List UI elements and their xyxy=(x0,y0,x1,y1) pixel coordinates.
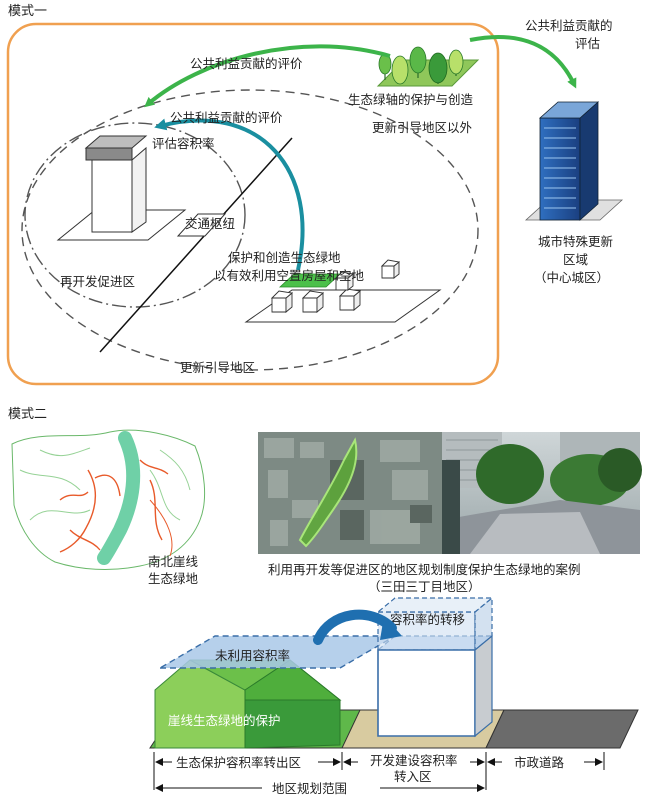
label-eco-axis: 生态绿轴的保护与创造 xyxy=(348,92,474,107)
tall-building-roof-front xyxy=(85,147,133,161)
map-label-line2: 生态绿地 xyxy=(148,571,199,586)
label-outside: 更新引导地区以外 xyxy=(372,120,473,135)
eco-axis-trees xyxy=(376,46,480,87)
photo-caption-line2: （三田三丁目地区） xyxy=(368,579,481,594)
right-city-line3: （中心城区） xyxy=(534,270,609,285)
label-eval-public-2: 公共利益贡献的评价 xyxy=(170,110,283,125)
dimension-lines xyxy=(153,752,605,790)
map-label-line1: 南北崖线 xyxy=(148,554,199,569)
mode2-heading: 模式二 xyxy=(8,407,47,422)
guide-area-ellipse xyxy=(21,89,479,371)
aerial-photo xyxy=(258,432,442,554)
zone-in-line2: 转入区 xyxy=(394,769,432,784)
right-city-line1: 城市特殊更新 xyxy=(538,234,613,249)
teal-arrow-public-2 xyxy=(154,118,305,271)
green-map xyxy=(11,429,205,570)
right-city-line2: 区域 xyxy=(563,252,588,267)
right-public-line1: 公共利益贡献的 xyxy=(525,18,613,33)
plan-scope-label: 地区规划范围 xyxy=(272,781,347,796)
label-eval-public-1: 公共利益贡献的评价 xyxy=(190,56,303,71)
garden-photo xyxy=(442,432,642,554)
zone-in-line1: 开发建设容积率 xyxy=(370,753,458,768)
redev-zone-circle xyxy=(24,122,246,308)
transferred-far-roof xyxy=(376,597,494,613)
transfer-arrowhead xyxy=(380,616,402,640)
orange-frame xyxy=(6,22,500,386)
building-front xyxy=(377,649,476,737)
photo-caption-line1: 利用再开发等促进区的地区规划制度保护生态绿地的案例 xyxy=(268,562,581,577)
label-eval-far: 评估容积率 xyxy=(152,136,215,151)
building-side xyxy=(474,634,493,738)
label-protect-line2: 以有效利用空置房屋和空地 xyxy=(214,268,365,283)
transport-hub-plate xyxy=(176,213,227,237)
right-public-line2: 评估 xyxy=(575,36,600,51)
tall-building-front xyxy=(91,159,133,233)
zone-out-label: 生态保护容积率转出区 xyxy=(176,755,301,770)
mode1-heading: 模式一 xyxy=(8,4,47,19)
green-arrow-public-right xyxy=(469,35,577,89)
far-transfer-label: 容积率的转移 xyxy=(390,612,465,627)
zone-road-label: 市政道路 xyxy=(514,755,565,770)
tall-building-side xyxy=(131,146,147,233)
label-redev: 再开发促进区 xyxy=(60,274,135,289)
cliff-protect-label: 崖线生态绿地的保护 xyxy=(168,713,281,728)
houses-group xyxy=(270,259,401,313)
unused-far-label: 未利用容积率 xyxy=(215,648,290,663)
map-callout-line xyxy=(149,499,173,557)
tall-building-roof xyxy=(84,135,148,149)
rail-line xyxy=(99,137,293,353)
green-arrow-public-1 xyxy=(144,44,391,108)
ground-road xyxy=(485,709,639,749)
cliff-ridge xyxy=(244,659,342,701)
skyscraper xyxy=(524,101,624,221)
label-protect-line1: 保护和创造生态绿地 xyxy=(228,250,341,265)
label-transport: 交通枢纽 xyxy=(185,216,235,231)
label-guide-area: 更新引导地区 xyxy=(180,360,255,375)
